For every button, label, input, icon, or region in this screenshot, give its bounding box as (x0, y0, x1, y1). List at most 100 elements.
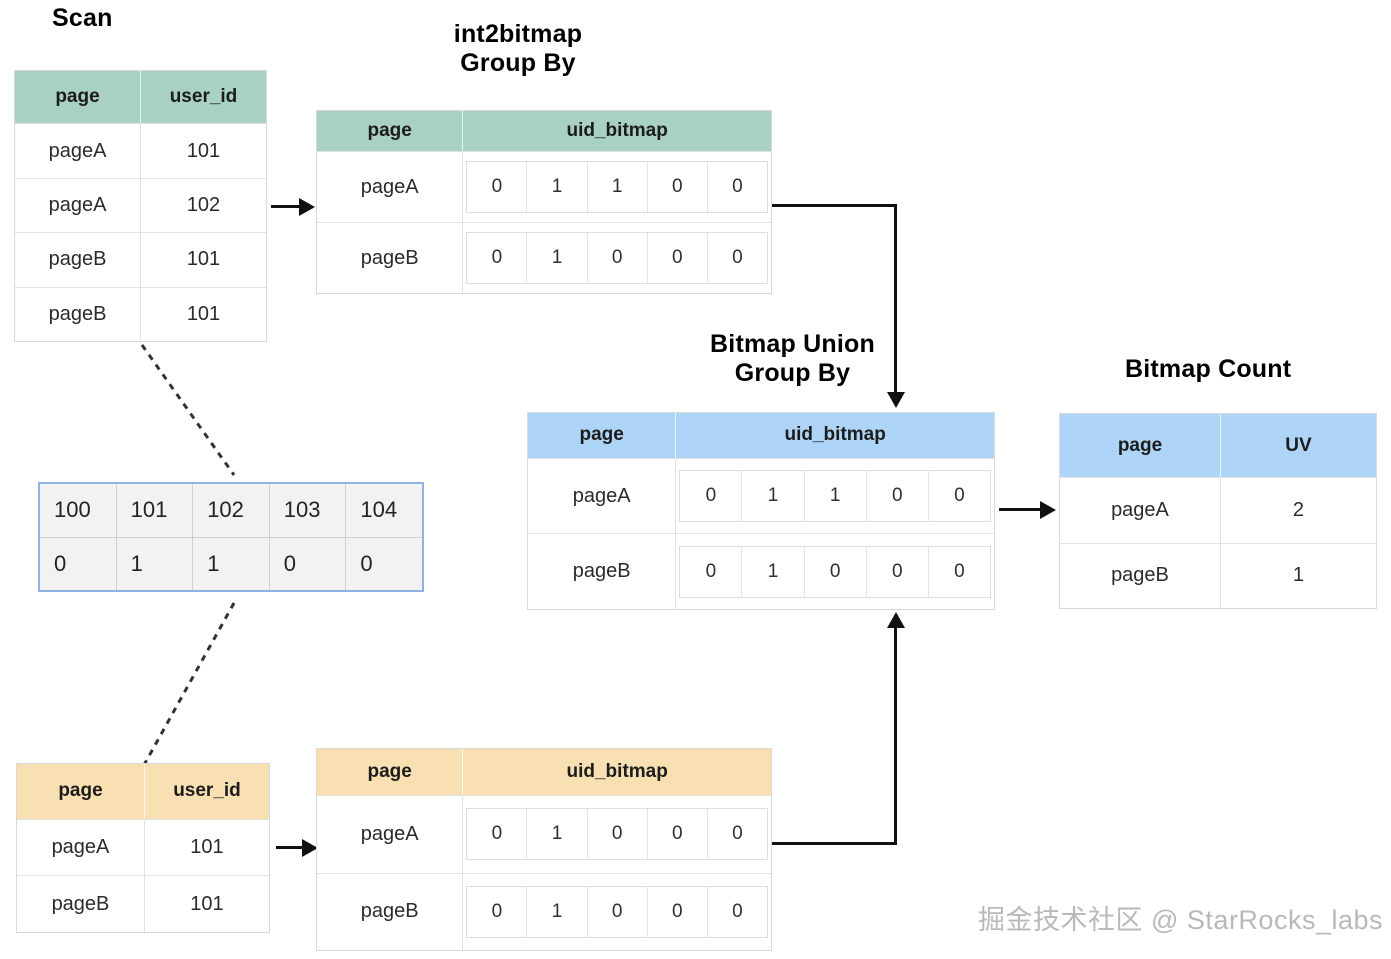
bitmap-count-table: page UV pageA 2 pageB 1 (1059, 413, 1377, 609)
cell-page: pageB (48, 302, 107, 325)
cell-uid-bitmap: 0 1 0 0 0 (462, 223, 771, 293)
cell-uv: 1 (1219, 543, 1376, 608)
cell-uv: 2 (1219, 478, 1376, 543)
cell-page: pageA (48, 194, 107, 217)
table-row: pageB 101 (17, 875, 269, 933)
table-row: pageA 0 1 1 0 0 (528, 457, 994, 534)
bitmap-bit: 0 (586, 809, 647, 860)
scan-title: Scan (52, 4, 113, 33)
table-header-row: page UV (1060, 414, 1376, 478)
cell-user-id: 101 (140, 233, 266, 287)
column-header-page: page (317, 111, 463, 151)
bitmap-bit: 1 (586, 162, 647, 212)
bitmap-bit: 0 (706, 162, 767, 212)
bit-ruler-bit: 1 (115, 537, 193, 590)
bitmap-bit: 0 (491, 176, 503, 197)
arrowhead-bottom-int2bitmap-to-union (887, 612, 905, 628)
bitmap-union-title: Bitmap Union Group By (705, 330, 880, 388)
cell-uid-bitmap: 0 1 0 0 0 (675, 534, 994, 610)
bitmap-bit: 0 (586, 886, 647, 937)
cell-page: pageA (51, 836, 110, 858)
bitmap-strip: 0 1 0 0 0 (679, 545, 991, 598)
cell-uid-bitmap: 0 1 1 0 0 (675, 458, 994, 534)
table-row: pageB 101 (15, 232, 266, 287)
cell-user-id: 101 (143, 819, 269, 876)
cell-user-id: 101 (140, 287, 266, 342)
column-header-page: page (1060, 414, 1220, 478)
int2bitmap-title: int2bitmap Group By (443, 20, 593, 78)
connector-int2bitmap-to-union-horizontal (772, 204, 897, 207)
table-row: pageA 0 1 0 0 0 (317, 795, 771, 873)
bit-ruler-table: 100 101 102 103 104 0 1 1 0 0 (38, 482, 424, 592)
bitmap-bit: 1 (526, 162, 586, 212)
column-header-user-id: user_id (140, 71, 266, 124)
bitmap-bit: 1 (741, 546, 803, 597)
int2bitmap-title-line1: int2bitmap (453, 20, 583, 48)
cell-uid-bitmap: 0 1 0 0 0 (462, 796, 771, 873)
bitmap-bit: 1 (741, 471, 803, 521)
bitmap-bit: 0 (586, 233, 647, 283)
cell-page: pageA (572, 484, 631, 507)
table-header-row: page user_id (15, 71, 266, 124)
int2bitmap-table-bottom: page uid_bitmap pageA 0 1 0 0 0 pageB 0 … (316, 748, 772, 951)
column-header-page: page (15, 71, 140, 124)
bitmap-union-title-line2: Group By (734, 359, 851, 387)
cell-user-id: 102 (140, 178, 266, 233)
bitmap-bit: 0 (646, 886, 707, 937)
bitmap-bit: 1 (803, 471, 866, 521)
callout-line-upper (140, 344, 236, 476)
cell-page: pageB (51, 892, 110, 915)
cell-user-id: 101 (140, 124, 266, 178)
bit-ruler-bit: 0 (345, 537, 422, 590)
int2bitmap-title-line2: Group By (460, 49, 576, 77)
bitmap-bit: 0 (706, 886, 767, 937)
bitmap-bit: 1 (526, 233, 586, 283)
connector-scan-to-int2bitmap (271, 205, 303, 208)
bitmap-bit: 1 (526, 886, 586, 937)
bitmap-bit: 0 (646, 162, 707, 212)
table-header-row: page user_id (17, 764, 269, 819)
bit-ruler-id: 104 (345, 484, 422, 537)
watermark-label: 掘金技术社区 @ StarRocks_labs (978, 905, 1383, 935)
cell-uid-bitmap: 0 1 1 0 0 (462, 152, 771, 222)
cell-page: pageB (1111, 564, 1169, 587)
bitmap-strip: 0 1 0 0 0 (466, 808, 768, 861)
cell-page: pageB (572, 560, 631, 583)
arrowhead-union-to-count (1040, 501, 1056, 519)
table-row: pageB 101 (15, 286, 266, 342)
bit-ruler-bit: 0 (268, 537, 346, 590)
column-header-user-id: user_id (143, 764, 269, 819)
column-header-page: page (528, 413, 676, 458)
bit-ruler-bit: 0 (54, 550, 67, 576)
bitmap-bit: 0 (491, 823, 503, 845)
bitmap-bit: 0 (927, 471, 990, 521)
bit-ruler-bit: 1 (192, 537, 269, 590)
bitmap-bit: 0 (491, 900, 503, 922)
cell-page: pageB (360, 900, 419, 923)
bitmap-union-title-line1: Bitmap Union (710, 330, 875, 358)
table-header-row: page uid_bitmap (317, 749, 771, 796)
column-header-uv: UV (1219, 414, 1376, 478)
table-row: pageA 102 (15, 177, 266, 233)
bitmap-bit: 0 (646, 233, 707, 283)
arrowhead-int2bitmap-to-union (887, 392, 905, 408)
bitmap-count-title-label: Bitmap Count (1125, 355, 1292, 383)
table-header-row: page uid_bitmap (317, 111, 771, 151)
cell-page: pageB (48, 248, 107, 271)
bitmap-strip: 0 1 0 0 0 (466, 232, 768, 284)
scan-table: page user_id pageA 101 pageA 102 pageB 1… (14, 70, 267, 342)
bit-ruler-id: 101 (115, 484, 193, 537)
bit-ruler-bit-row: 0 1 1 0 0 (40, 536, 422, 590)
cell-uid-bitmap: 0 1 0 0 0 (462, 873, 771, 950)
cell-user-id: 101 (143, 876, 269, 933)
bitmap-bit: 1 (526, 809, 586, 860)
bitmap-bit: 0 (705, 560, 717, 582)
bitmap-bit: 0 (491, 247, 503, 268)
bitmap-bit: 0 (865, 546, 928, 597)
bit-ruler-id: 100 (54, 497, 91, 523)
table-row: pageA 2 (1060, 477, 1376, 543)
bitmap-union-table: page uid_bitmap pageA 0 1 1 0 0 pageB 0 … (527, 412, 995, 610)
table-row: pageB 0 1 0 0 0 (317, 872, 771, 950)
cell-page: pageA (360, 822, 419, 845)
connector-bottom-scan-to-int2bitmap (276, 846, 306, 849)
